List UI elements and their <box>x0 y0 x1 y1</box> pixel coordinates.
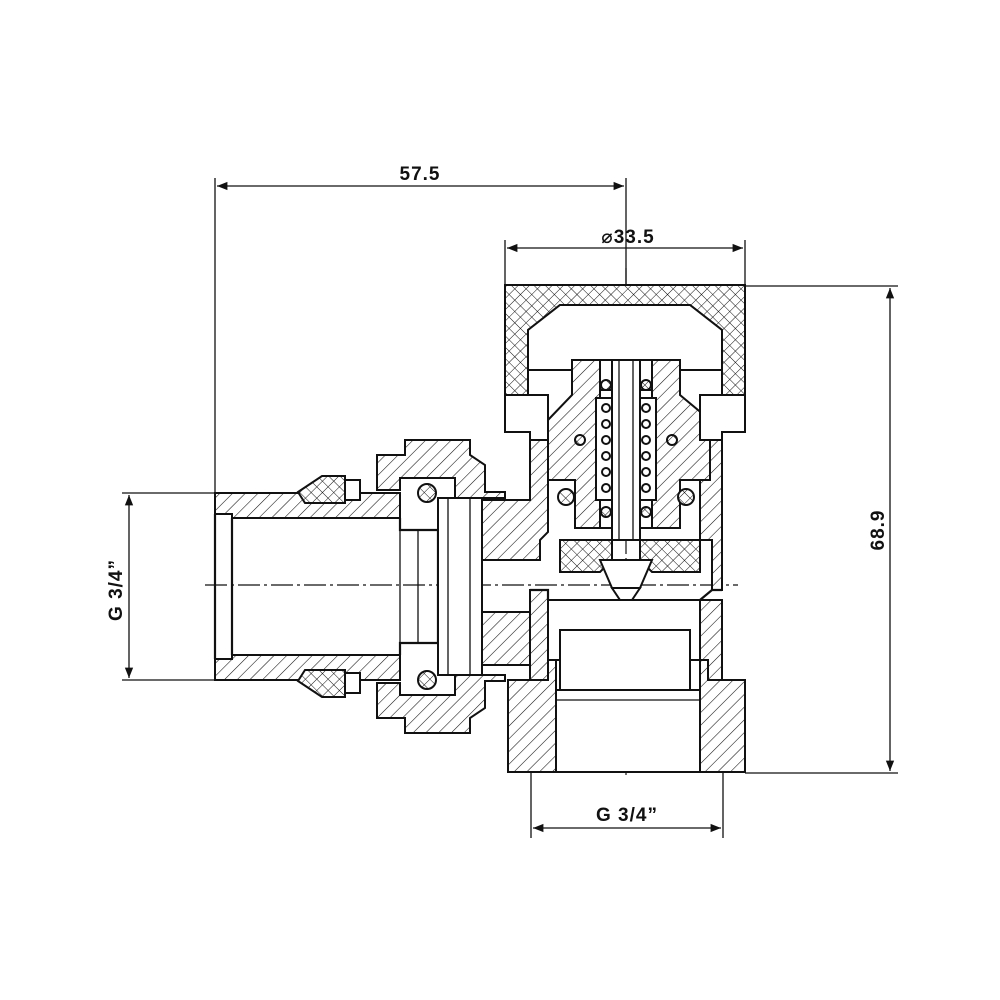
valve-body <box>481 419 746 773</box>
dimension-overall-height: 68.9 <box>745 285 898 774</box>
dimension-outlet-thread: G 3/4” <box>530 773 724 838</box>
union-sleeve <box>437 497 483 676</box>
inlet-seal-rings <box>296 475 361 698</box>
dimension-overall-length: 57.5 <box>214 164 627 495</box>
dimension-inlet-thread: G 3/4” <box>106 492 215 681</box>
valve-disc <box>559 539 701 601</box>
overall-length-label: 57.5 <box>400 164 441 185</box>
overall-height-label: 68.9 <box>868 510 889 551</box>
outlet-thread-label: G 3/4” <box>596 805 658 826</box>
inlet-thread-label: G 3/4” <box>106 559 127 621</box>
protective-cap <box>504 284 746 441</box>
inlet-tailpiece <box>213 492 440 681</box>
cap-diameter-label: ⌀33.5 <box>601 227 654 248</box>
dimension-cap-diameter: ⌀33.5 <box>504 227 746 285</box>
union-nut <box>376 439 506 734</box>
